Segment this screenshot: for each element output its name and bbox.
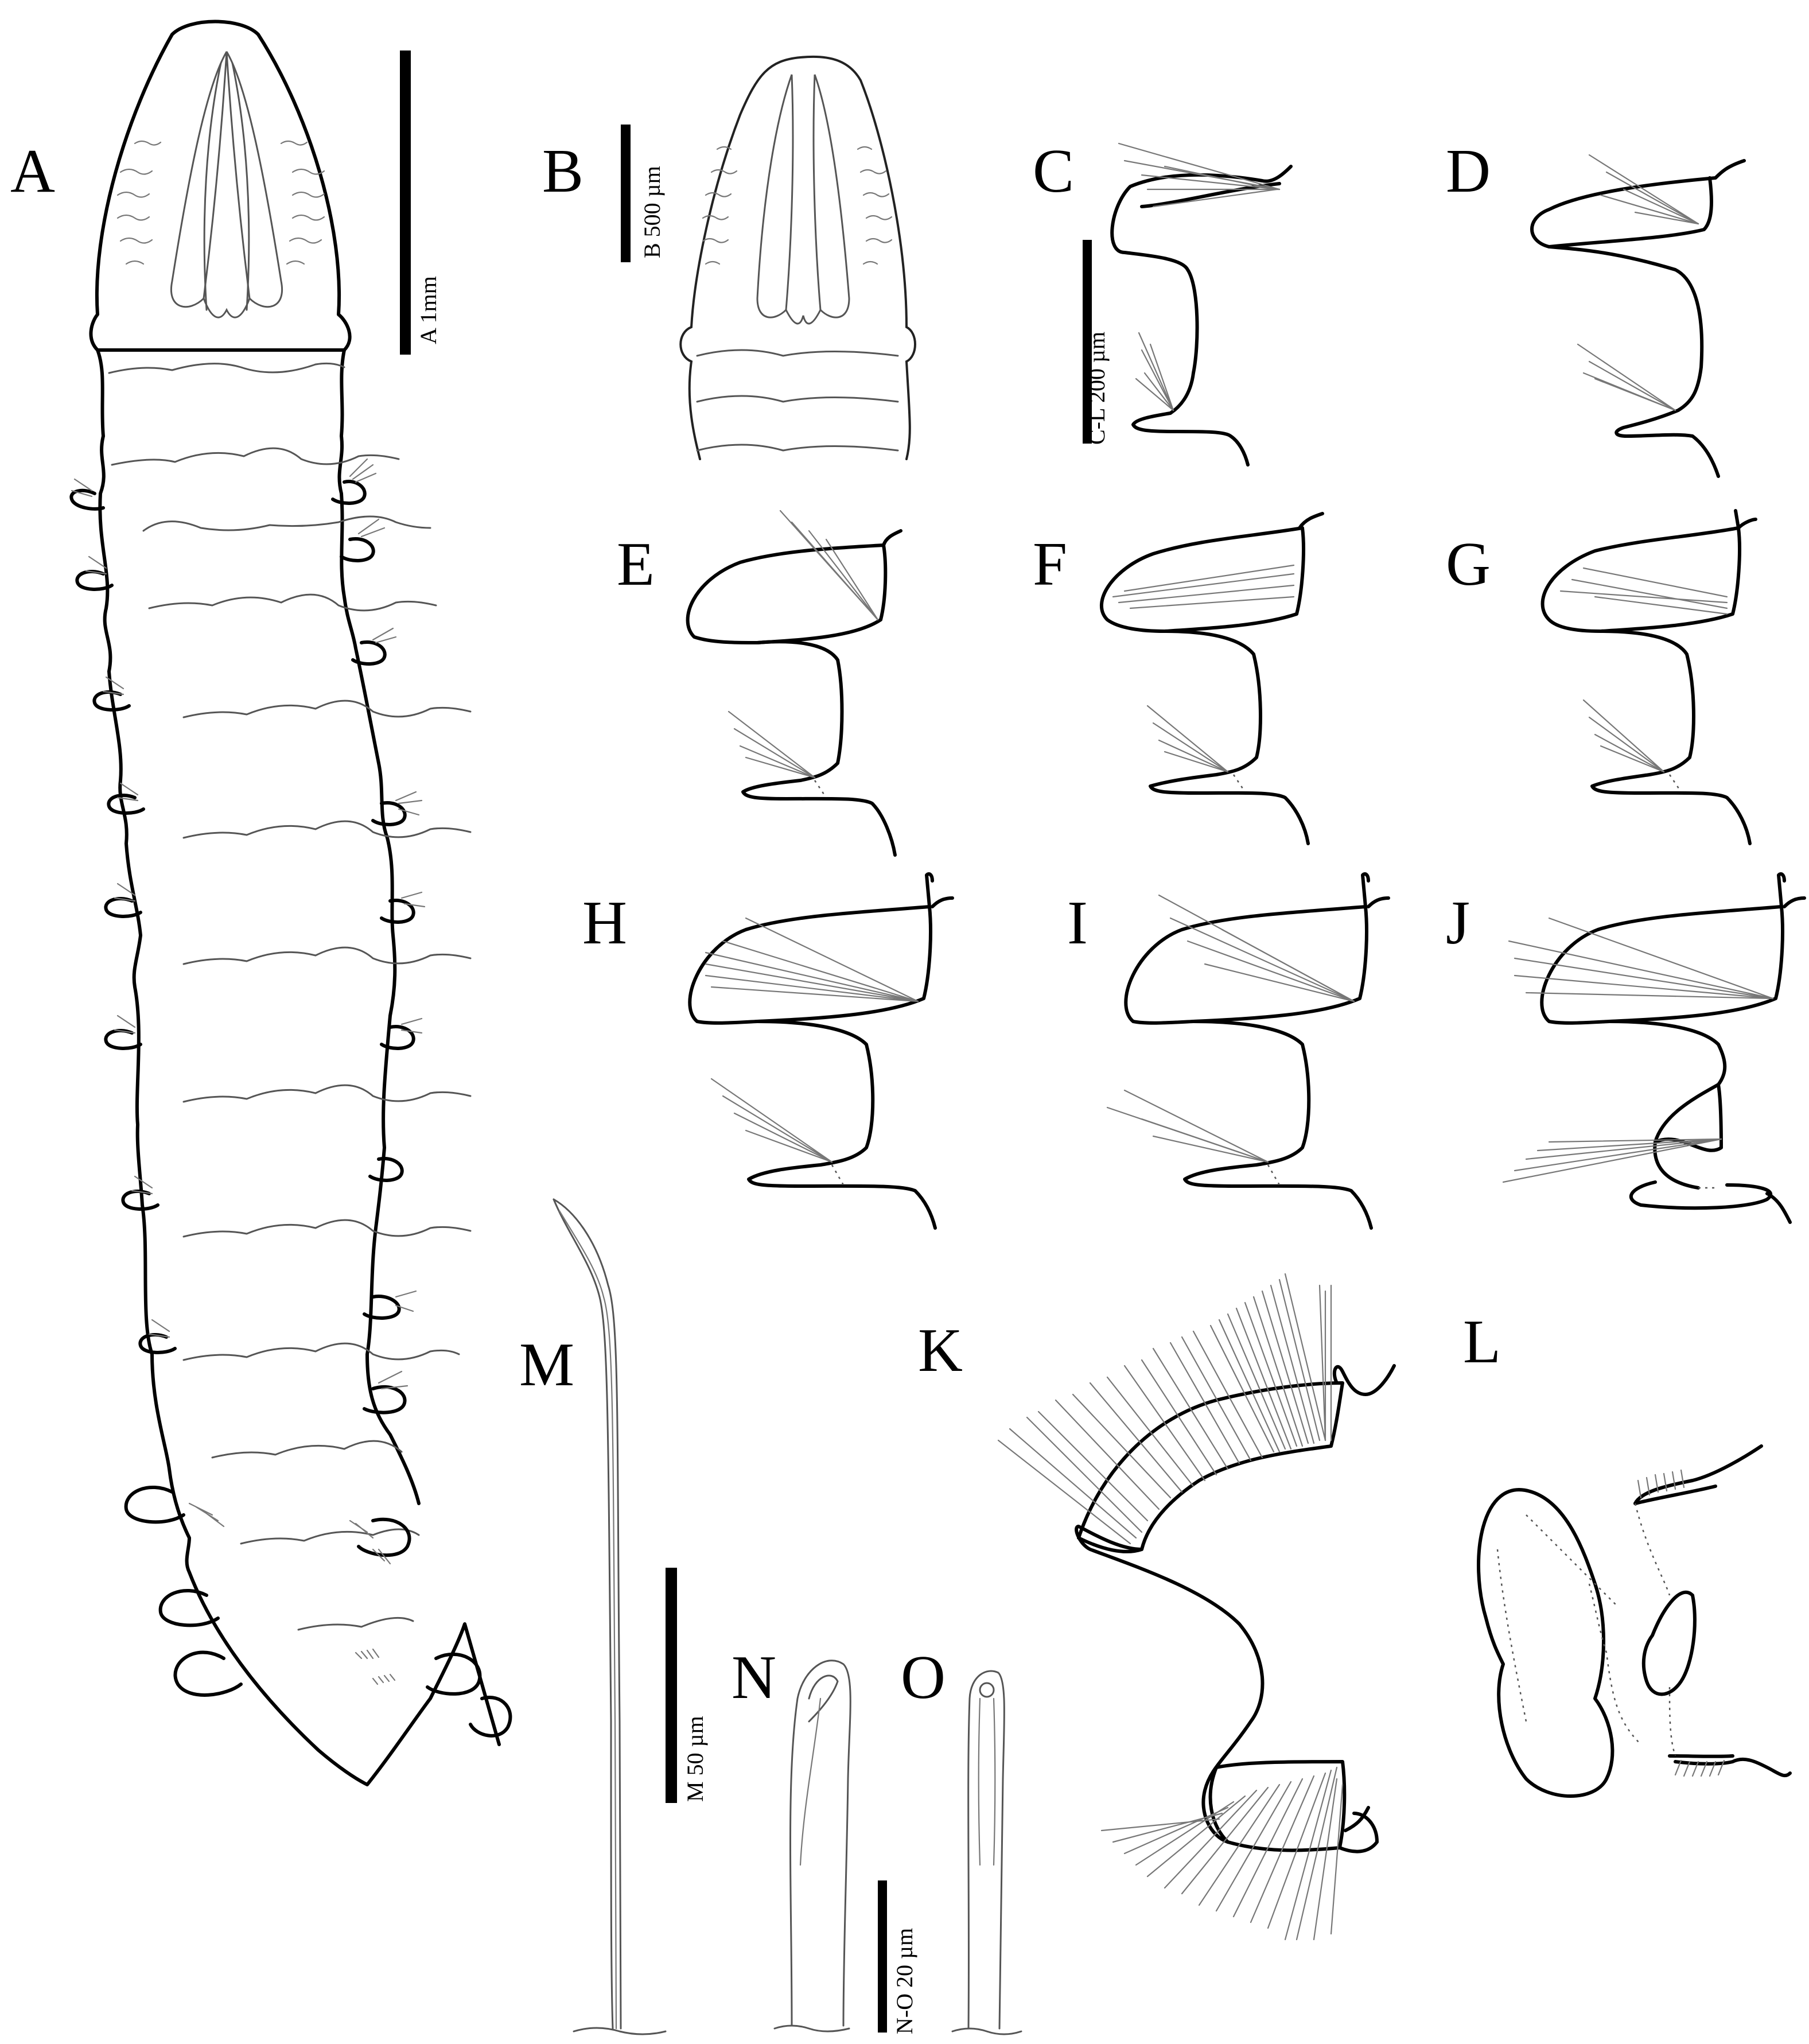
panel-label-e: E	[617, 530, 655, 599]
scale-bar-m	[666, 1568, 677, 1803]
panel-n-chaeta	[773, 1660, 851, 2033]
panel-label-d: D	[1446, 137, 1491, 205]
panel-label-a: A	[10, 137, 55, 205]
scale-label-no: N-O 20 µm	[892, 1928, 917, 2034]
panel-label-h: H	[582, 889, 627, 957]
panel-label-c: C	[1033, 137, 1075, 205]
panel-e-parapodium	[686, 510, 902, 857]
panel-label-g: G	[1446, 530, 1491, 599]
panel-a-body	[69, 20, 512, 1786]
panel-g-parapodium	[1540, 509, 1757, 845]
panel-label-l: L	[1463, 1308, 1501, 1376]
panel-label-j: J	[1446, 889, 1470, 957]
panel-f-parapodium	[1099, 512, 1324, 845]
panel-label-o: O	[901, 1643, 946, 1712]
panel-c-parapodium	[1083, 142, 1293, 467]
scale-bar-b	[621, 125, 631, 262]
scale-bar-no	[878, 1880, 887, 2033]
panel-l-parapodium	[1477, 1444, 1792, 1798]
panel-j-parapodium	[1502, 872, 1806, 1224]
panel-k-parapodium	[997, 1273, 1396, 1941]
panel-i-parapodium	[1106, 872, 1390, 1230]
panel-label-i: I	[1067, 889, 1088, 957]
panel-b-anterior	[621, 55, 916, 460]
scale-label-m: M 50 µm	[682, 1716, 708, 1802]
scale-bar-a	[400, 50, 411, 355]
scale-label-a: A 1mm	[415, 276, 441, 344]
panel-m-chaeta	[553, 1198, 677, 2035]
panel-h-parapodium	[688, 872, 954, 1230]
panel-label-b: B	[542, 137, 584, 205]
panel-label-f: F	[1033, 530, 1068, 599]
panel-o-chaeta	[878, 1670, 1022, 2035]
panel-d-parapodium	[1530, 154, 1746, 478]
scale-label-cl: C-L 200 µm	[1084, 332, 1110, 445]
scale-label-b: B 500 µm	[639, 166, 665, 258]
panel-label-n: N	[732, 1643, 776, 1712]
panel-label-k: K	[918, 1316, 963, 1385]
scale-bar-cl	[1083, 240, 1092, 444]
panel-label-m: M	[519, 1331, 575, 1399]
